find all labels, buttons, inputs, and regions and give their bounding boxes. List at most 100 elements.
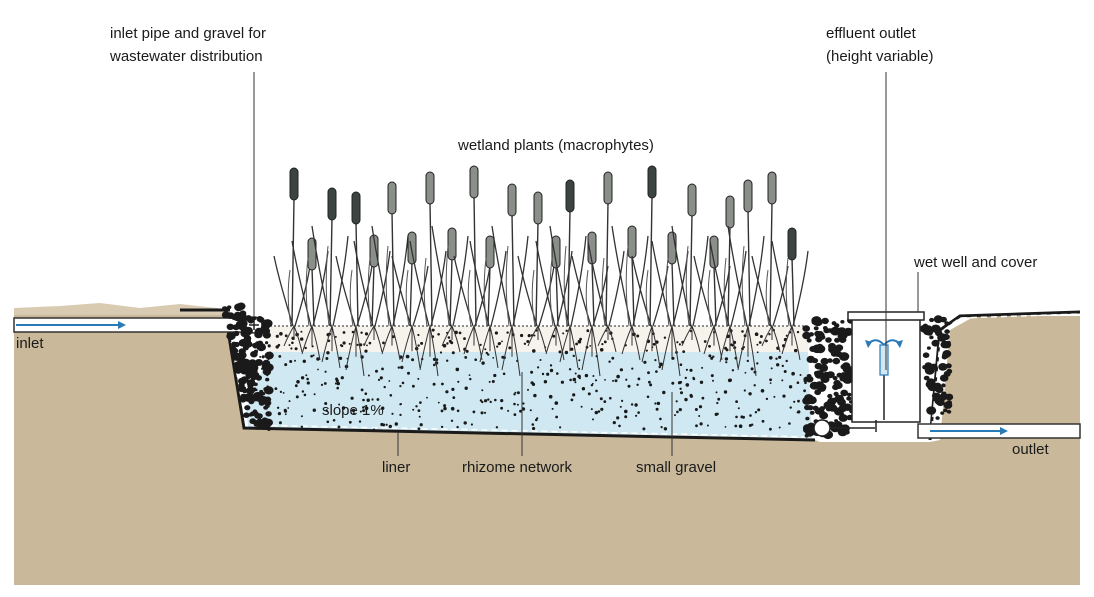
plant-leaf	[431, 225, 452, 327]
cattail-head	[289, 167, 299, 201]
gravel-dot	[494, 331, 498, 335]
gravel-pebble	[826, 371, 835, 379]
gravel-pebble	[833, 379, 841, 387]
gravel-dot	[671, 381, 675, 385]
plant-leaf	[632, 235, 649, 327]
gravel-dot	[636, 334, 640, 338]
gravel-dot	[603, 400, 607, 403]
cattail-head	[743, 179, 753, 213]
gravel-pebble	[261, 417, 269, 424]
gravel-dot	[522, 402, 525, 405]
plant-leaf	[748, 235, 765, 327]
gravel-dot	[574, 372, 577, 375]
plant-leaf	[601, 257, 606, 327]
gravel-dot	[489, 400, 492, 404]
gravel-pebble	[806, 338, 812, 343]
gravel-dot	[495, 426, 499, 429]
gravel-dot	[481, 361, 485, 365]
gravel-pebble	[814, 389, 822, 396]
gravel-dot	[781, 379, 784, 382]
gravel-pebble	[837, 333, 844, 339]
gravel-dot	[706, 424, 709, 427]
gravel-dot	[725, 348, 729, 352]
plant-stem	[649, 195, 653, 327]
gravel-pebble	[252, 342, 259, 349]
gravel-dot	[699, 422, 703, 426]
gravel-dot	[372, 428, 376, 432]
gravel-pebble	[819, 406, 825, 412]
gravel-pebble	[244, 340, 249, 344]
gravel-dot	[614, 379, 618, 383]
gravel-dot	[288, 344, 291, 347]
plant-leaf	[730, 250, 747, 327]
plant-leaf	[585, 269, 590, 327]
root-strand	[463, 325, 475, 355]
gravel-dot	[289, 360, 293, 363]
gravel-dot	[552, 334, 556, 338]
gravel-pebble	[261, 421, 271, 430]
root-strand	[761, 325, 773, 347]
gravel-pebble	[229, 345, 237, 352]
gravel-dot	[652, 342, 656, 346]
gravel-dot	[689, 393, 693, 397]
plant-leaf	[611, 225, 632, 327]
gravel-pebble	[252, 395, 260, 402]
cattail-head	[627, 225, 637, 259]
plant-stem	[567, 209, 571, 327]
gravel-dot	[507, 409, 510, 412]
label-outlet: outlet	[1012, 441, 1050, 458]
gravel-dot	[445, 390, 449, 394]
gravel-dot	[296, 380, 300, 384]
root-strand	[527, 325, 539, 347]
gravel-dot	[759, 335, 763, 338]
root-strand	[321, 325, 333, 363]
gravel-dot	[612, 379, 614, 382]
plant-stem	[791, 257, 795, 327]
gravel-dot	[753, 384, 756, 387]
gravel-dot	[275, 345, 279, 349]
gravel-dot	[411, 358, 415, 362]
plant-leaf	[707, 269, 712, 327]
plant-stem	[727, 225, 731, 327]
gravel-pebble	[931, 339, 940, 347]
gravel-dot	[551, 407, 554, 410]
gravel-dot	[572, 354, 575, 358]
gravel-dot	[300, 330, 303, 333]
gravel-dot	[481, 389, 484, 392]
gravel-dot	[447, 336, 451, 339]
gravel-dot	[310, 354, 313, 358]
gravel-dot	[570, 347, 574, 351]
cattail-head	[647, 165, 657, 199]
root-strand	[581, 325, 593, 371]
gravel-dot	[284, 363, 288, 367]
plant-leaf	[549, 257, 554, 327]
gravel-dot	[290, 347, 293, 350]
gravel-dot	[624, 409, 628, 414]
label-small-gravel: small gravel	[636, 459, 716, 476]
gravel-dot	[279, 332, 283, 336]
plant-stem	[473, 195, 477, 327]
gravel-dot	[587, 392, 591, 396]
plant-stem	[591, 261, 595, 327]
gravel-pebble	[838, 405, 847, 413]
gravel-pebble	[262, 331, 271, 339]
plant-leaf	[645, 269, 650, 327]
gravel-pebble	[239, 310, 247, 317]
root-strand	[781, 325, 793, 355]
root-strand	[355, 325, 365, 377]
gravel-dot	[565, 329, 568, 332]
plant-leaf	[538, 265, 555, 327]
gravel-dot	[401, 381, 405, 385]
gravel-pebble	[249, 418, 257, 425]
gravel-dot	[569, 378, 572, 382]
gravel-dot	[611, 356, 615, 360]
label-inlet-pipe-line2: wastewater distribution	[109, 48, 263, 65]
gravel-dot	[533, 393, 537, 398]
gravel-dot	[388, 380, 391, 382]
gravel-dot	[554, 401, 559, 405]
plant-leaf	[374, 250, 391, 327]
gravel-dot	[710, 374, 714, 378]
plant-leaf	[772, 265, 789, 327]
gravel-dot	[630, 403, 634, 406]
root-strand	[401, 325, 413, 363]
